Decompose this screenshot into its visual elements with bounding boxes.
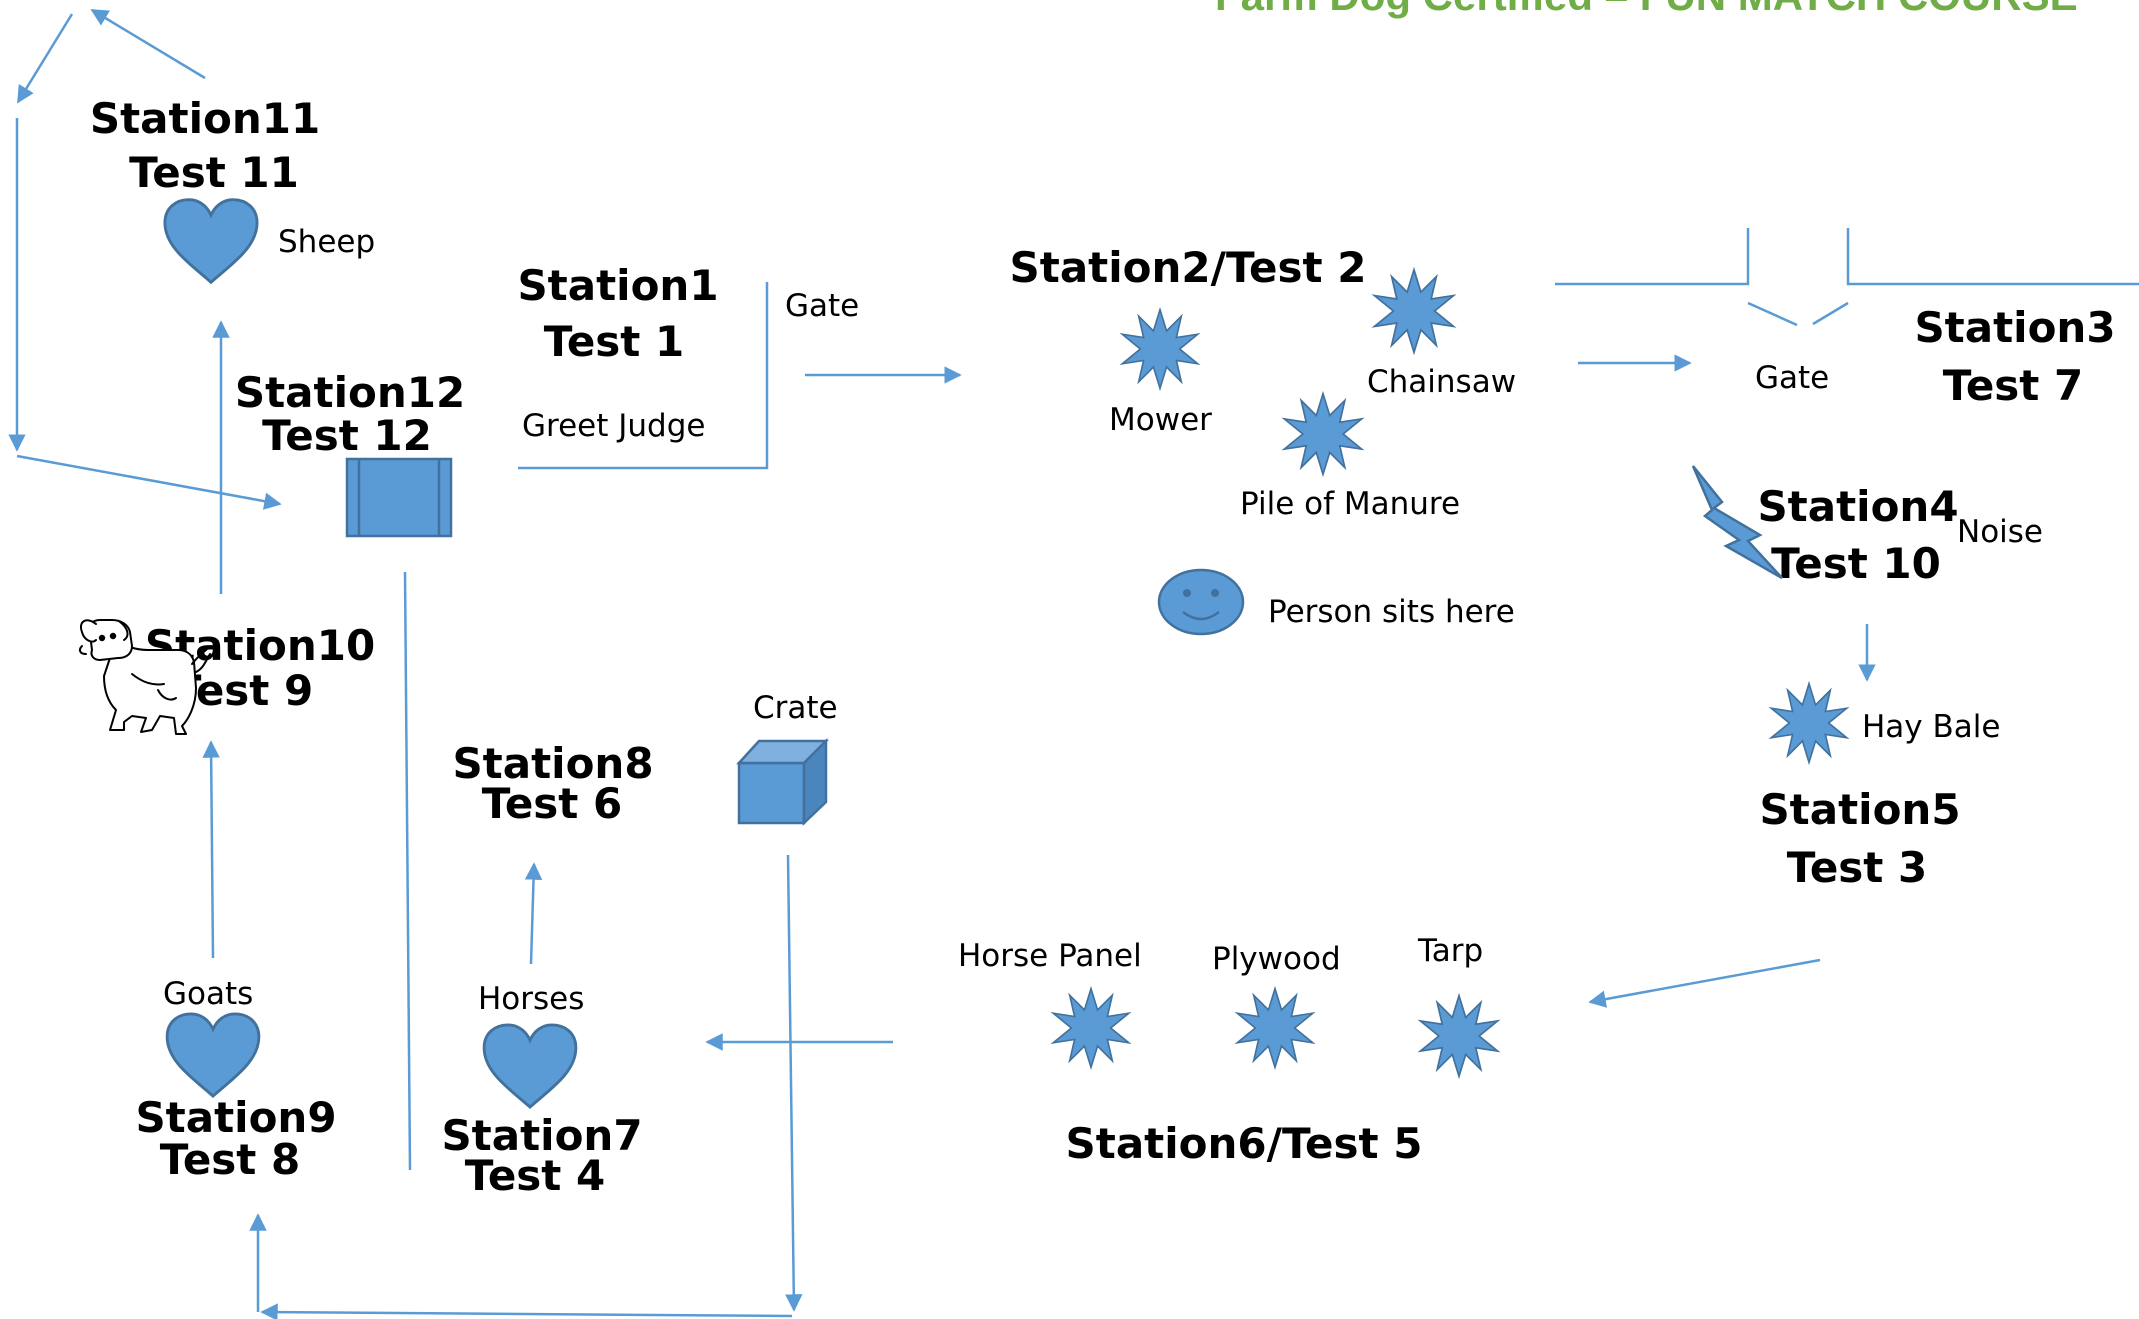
starburst-icon [1121, 308, 1199, 390]
gate-label: Gate [785, 288, 859, 324]
station11-test: Test 11 [129, 148, 299, 197]
path-line [260, 1303, 793, 1319]
station7-test: Test 4 [465, 1151, 605, 1200]
starburst-icon [1419, 994, 1499, 1078]
heart-icon [482, 1023, 578, 1109]
cube-icon [736, 737, 830, 826]
tarp-label: Tarp [1417, 933, 1483, 969]
course-path [8, 8, 2139, 1319]
path-line [524, 862, 543, 965]
path-line [1555, 228, 1750, 286]
starburst-icon [1770, 682, 1848, 764]
path-line [16, 454, 282, 510]
station11-label: Station11 [90, 94, 320, 143]
path-line [1812, 301, 1849, 326]
station4-label: Station4 [1757, 482, 1958, 531]
station9-test: Test 8 [160, 1135, 300, 1184]
station1-label: Station1 [517, 261, 718, 310]
path-line [518, 282, 769, 470]
starburst-icon [1283, 392, 1363, 476]
station9-label: Station9 [135, 1093, 336, 1142]
horses-label: Horses [478, 981, 584, 1017]
path-line [1747, 301, 1798, 327]
path-line [16, 13, 74, 104]
station12-label: Station12 [235, 368, 465, 417]
station7-label: Station7 [441, 1111, 642, 1160]
plywood-label: Plywood [1212, 941, 1341, 977]
path-line [403, 571, 412, 1171]
starburst-icon [1236, 987, 1314, 1069]
chainsaw-label: Chainsaw [1367, 364, 1516, 400]
horse-panel-label: Horse Panel [958, 938, 1142, 974]
sheep-label: Sheep [278, 224, 375, 260]
path-line [90, 8, 206, 80]
goats-label: Goats [163, 976, 253, 1012]
box-icon [345, 457, 453, 538]
station5-label: Station5 [1759, 785, 1960, 834]
station5-test: Test 3 [1787, 843, 1927, 892]
crate-label: Crate [753, 690, 838, 726]
station1-test: Test 1 [544, 317, 684, 366]
starburst-icon [1052, 987, 1130, 1069]
greet-judge-label: Greet Judge [522, 408, 705, 444]
dog-icon [78, 619, 211, 735]
manure-label: Pile of Manure [1240, 486, 1460, 522]
station3-test: Test 7 [1943, 361, 2083, 410]
station4-test: Test 10 [1771, 539, 1941, 588]
station8-test: Test 6 [482, 779, 622, 828]
lightning-bolt-icon [1691, 465, 1783, 580]
page-title: Farm Dog Certified – FUN MATCH COURSE [1215, 0, 2078, 19]
noise-label: Noise [1957, 514, 2043, 550]
smiley-face-icon [1157, 568, 1245, 636]
heart-icon [165, 1012, 261, 1098]
station2-label: Station2/Test 2 [1010, 243, 1367, 292]
path-line [202, 740, 220, 959]
station3-label: Station3 [1914, 303, 2115, 352]
station12-test: Test 12 [262, 411, 432, 460]
starburst-icon [1373, 268, 1455, 354]
hay-bale-label: Hay Bale [1862, 709, 2000, 745]
mower-label: Mower [1109, 402, 1212, 438]
station8-label: Station8 [452, 739, 653, 788]
path-line [1846, 228, 2139, 286]
person-label: Person sits here [1268, 594, 1515, 630]
gate-label: Gate [1755, 360, 1829, 396]
path-line [1588, 958, 1821, 1008]
heart-icon [163, 198, 259, 284]
station6-label: Station6/Test 5 [1066, 1119, 1423, 1168]
path-line [785, 854, 803, 1312]
